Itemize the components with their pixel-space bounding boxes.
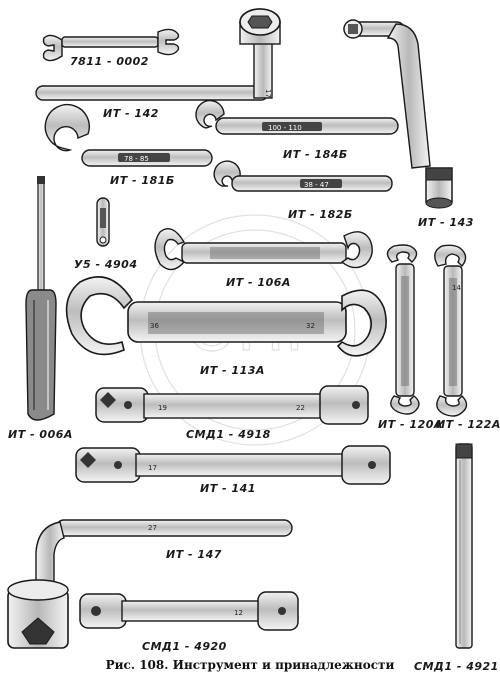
tool-it-106a bbox=[154, 228, 373, 271]
mark-smd4920: 12 bbox=[234, 609, 243, 617]
tool-7811-0002 bbox=[42, 28, 180, 62]
tool-it-142: 17 bbox=[35, 8, 281, 101]
label-smd1-4921: СМД1 - 4921 bbox=[414, 660, 499, 673]
figure-caption: Рис. 108. Инструмент и принадлежности bbox=[105, 658, 395, 672]
mark-it122a: 14 bbox=[452, 284, 461, 292]
label-it-141: ИТ - 141 bbox=[200, 482, 256, 495]
tool-it-113a: 36 32 bbox=[65, 276, 387, 357]
label-u5-4904: У5 - 4904 bbox=[74, 258, 138, 271]
mark-smd4918-left: 19 bbox=[158, 404, 167, 412]
label-it-143: ИТ - 143 bbox=[418, 216, 474, 229]
tool-it-182b: 38 - 47 bbox=[213, 160, 393, 192]
mark-it113a-right: 32 bbox=[306, 322, 315, 330]
tool-it-181b: 78 - 85 bbox=[44, 103, 213, 167]
tool-it-122a: 14 bbox=[434, 244, 468, 417]
mark-it141: 17 bbox=[148, 464, 157, 472]
mark-smd4918-right: 22 bbox=[296, 404, 305, 412]
mark-it142: 17 bbox=[264, 89, 272, 98]
label-it-182b: ИТ - 182Б bbox=[288, 208, 353, 221]
tool-it-147: 27 bbox=[7, 519, 293, 649]
label-it-122a: ИТ - 122А bbox=[436, 418, 500, 431]
label-smd1-4920: СМД1 - 4920 bbox=[142, 640, 227, 653]
label-it-006a: ИТ - 006А bbox=[8, 428, 73, 441]
mark-it182b: 38 - 47 bbox=[304, 181, 329, 189]
mark-it147: 27 bbox=[148, 524, 157, 532]
tool-smd1-4918: 19 22 bbox=[95, 385, 369, 425]
label-it-106a: ИТ - 106А bbox=[226, 276, 291, 289]
tool-it-141: 17 bbox=[75, 445, 391, 485]
mark-it181b: 78 - 85 bbox=[124, 155, 149, 163]
label-it-181b: ИТ - 181Б bbox=[110, 174, 175, 187]
tool-it-143 bbox=[343, 19, 453, 209]
tool-smd1-4920: 12 bbox=[79, 591, 299, 631]
label-7811-0002: 7811 - 0002 bbox=[70, 55, 149, 68]
label-it-142: ИТ - 142 bbox=[103, 107, 159, 120]
label-it-120a: ИТ - 120А bbox=[378, 418, 443, 431]
tool-it-184b: 100 - 110 bbox=[195, 99, 399, 135]
label-it-184b: ИТ - 184Б bbox=[283, 148, 348, 161]
tool-smd1-4921 bbox=[455, 443, 473, 649]
tool-it-006a bbox=[25, 176, 57, 421]
mark-it113a-left: 36 bbox=[150, 322, 159, 330]
mark-it184b: 100 - 110 bbox=[268, 124, 302, 132]
tool-it-120a bbox=[386, 244, 420, 415]
tool-u5-4904 bbox=[96, 197, 110, 247]
label-it-113a: ИТ - 113А bbox=[200, 364, 265, 377]
label-smd1-4918: СМД1 - 4918 bbox=[186, 428, 271, 441]
label-it-147: ИТ - 147 bbox=[166, 548, 222, 561]
